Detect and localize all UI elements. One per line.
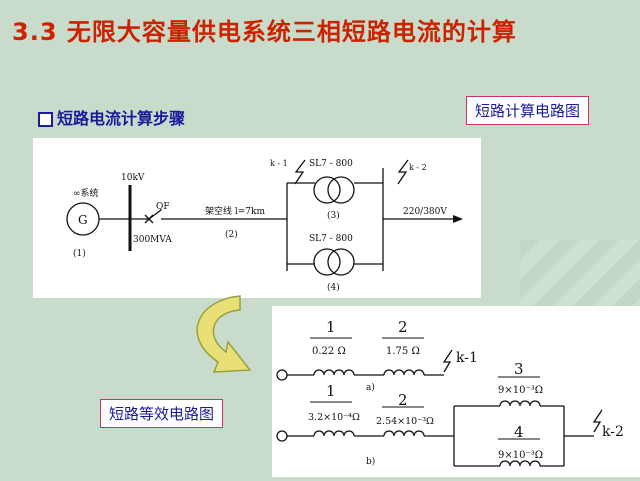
transformer-4-label: SL7 - 800: [309, 234, 353, 244]
line-label: 架空线 l=7km: [205, 205, 265, 217]
fault-b-label: k-2: [602, 424, 624, 440]
transformer-3-label: SL7 - 800: [309, 159, 353, 169]
circuit-diagram-panel: ∞系统 G (1) 10kV QF 300MVA 架空线 l=7km (2) k…: [33, 138, 481, 298]
step-heading: 短路电流计算步骤: [38, 105, 185, 129]
reactance-b1: [313, 430, 355, 437]
b4-number: 4: [514, 423, 524, 441]
reactance-b2: [383, 430, 425, 437]
fault-k1-label: k - 1: [270, 159, 288, 168]
breaker-label: QF: [156, 202, 170, 212]
a1-value: 0.22 Ω: [312, 346, 346, 357]
b3-number: 3: [514, 360, 524, 378]
load-voltage: 220/380V: [403, 207, 447, 217]
bus-voltage: 10kV: [121, 173, 145, 183]
reactance-a2: [383, 369, 425, 376]
a1-number: 1: [326, 318, 336, 336]
curved-arrow-icon: [196, 295, 252, 373]
reactance-b3: [499, 400, 541, 407]
circuit-a-label: a): [366, 382, 375, 393]
circuit-diagram-label: 短路计算电路图: [466, 96, 590, 125]
transformer-4-symbol: [313, 248, 341, 276]
b4-value: 9×10⁻³Ω: [498, 450, 543, 461]
b2-value: 2.54×10⁻³Ω: [376, 416, 434, 427]
circuit-diagram: ∞系统 G (1) 10kV QF 300MVA 架空线 l=7km (2) k…: [66, 159, 463, 293]
equivalent-circuit-diagram: 1 0.22 Ω 2 1.75 Ω k-1 a) 1 3.2×10⁻⁴Ω 2 2…: [276, 318, 624, 467]
generator-label: G: [78, 213, 88, 227]
b1-value: 3.2×10⁻⁴Ω: [308, 412, 360, 423]
transformer-4-number: (4): [327, 282, 340, 293]
fault-k2-label: k - 2: [409, 163, 427, 172]
reactance-b4: [499, 460, 541, 467]
equivalent-diagram-label: 短路等效电路图: [100, 399, 224, 428]
circuit-b-label: b): [366, 456, 375, 467]
generator-number: (1): [73, 248, 86, 259]
line-number: (2): [225, 229, 238, 240]
equivalent-circuit-panel: 1 0.22 Ω 2 1.75 Ω k-1 a) 1 3.2×10⁻⁴Ω 2 2…: [272, 306, 640, 477]
source-label: ∞系统: [73, 187, 99, 199]
step-label: 短路电流计算步骤: [57, 109, 186, 128]
slide-title: 3.3 无限大容量供电系统三相短路电流的计算: [12, 18, 517, 46]
transformer-3-symbol: [313, 176, 341, 204]
fault-a-label: k-1: [456, 350, 478, 366]
checkbox-bullet-icon: [38, 112, 53, 127]
transformer-3-number: (3): [327, 210, 340, 221]
breaker-capacity: 300MVA: [133, 235, 172, 245]
reactance-a1: [313, 369, 355, 376]
b1-number: 1: [326, 382, 336, 400]
b2-number: 2: [398, 391, 408, 409]
a2-value: 1.75 Ω: [386, 346, 420, 357]
a2-number: 2: [398, 318, 408, 336]
b3-value: 9×10⁻³Ω: [498, 385, 543, 396]
